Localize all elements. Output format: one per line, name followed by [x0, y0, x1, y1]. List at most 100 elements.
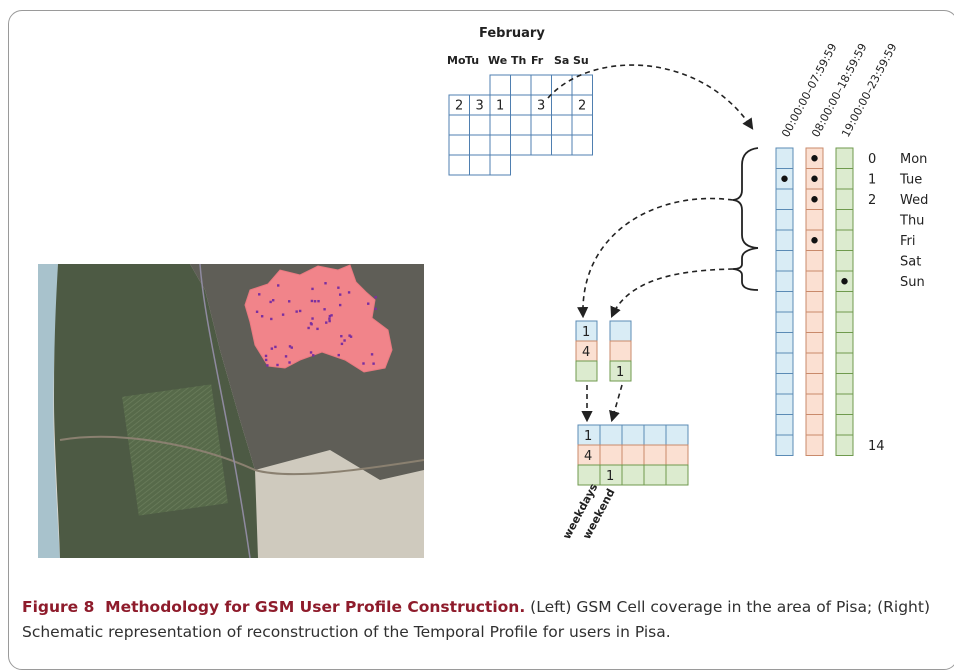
calendar-cell	[510, 114, 532, 136]
antenna-dot	[311, 287, 314, 291]
calendar-cell	[571, 134, 593, 156]
calendar-cell	[530, 114, 552, 136]
calendar-count: 3	[476, 99, 484, 114]
calendar-cell	[469, 114, 491, 136]
antenna-dot	[290, 346, 293, 349]
calendar-cell	[530, 134, 552, 156]
calendar-cell	[489, 114, 511, 136]
matrix-value: 1	[584, 429, 592, 444]
matrix-cell	[599, 444, 623, 466]
antenna-dot	[274, 345, 277, 349]
vector-cell	[575, 360, 598, 382]
day-name: Sat	[900, 255, 921, 270]
antenna-dot	[312, 354, 315, 357]
antenna-dot	[311, 317, 314, 320]
calendar-cell	[489, 134, 511, 156]
antenna-dot	[343, 339, 346, 342]
sea-area	[38, 264, 60, 558]
caption-text: (Left) GSM Cell coverage in the area of …	[22, 598, 931, 641]
antenna-dot	[264, 354, 268, 358]
antenna-dot	[270, 317, 273, 321]
slot-cell	[775, 147, 794, 169]
slot-cell	[805, 414, 824, 436]
vector-cell	[609, 360, 632, 382]
day-name: Mon	[900, 152, 927, 167]
activity-dot	[841, 278, 848, 285]
antenna-dot	[347, 291, 351, 294]
antenna-dot	[310, 299, 314, 303]
slot-cell	[835, 373, 854, 395]
slot-cell	[835, 188, 854, 210]
vector-value: 1	[616, 365, 624, 380]
antenna-dot	[295, 310, 298, 313]
antenna-dot	[349, 335, 353, 338]
antenna-dot	[277, 284, 280, 287]
calendar-cell	[551, 114, 573, 136]
antenna-dot	[374, 307, 377, 311]
antenna-dot	[272, 299, 275, 302]
figure-caption: Figure 8 Methodology for GSM User Profil…	[22, 595, 942, 645]
matrix-cell	[643, 444, 667, 466]
slot-cell	[775, 414, 794, 436]
vector-cell	[609, 340, 632, 362]
vector-value: 1	[582, 325, 590, 340]
slot-cell	[835, 352, 854, 374]
activity-dot	[781, 175, 788, 182]
day-index: 2	[868, 193, 876, 208]
time-slot-label: 00:00:00–07:59:59	[779, 41, 839, 139]
road	[59, 435, 424, 476]
slot-cell	[775, 229, 794, 251]
antenna-dot	[309, 351, 313, 354]
antenna-dot	[370, 353, 374, 356]
antenna-dot	[328, 317, 331, 320]
matrix-cell	[665, 464, 689, 486]
weekday-header: Tu	[465, 54, 479, 67]
daily-slot-columns	[775, 147, 854, 456]
caption-label: Figure 8	[22, 598, 95, 616]
antenna-dot	[255, 310, 259, 313]
calendar-cell	[489, 74, 511, 96]
day-name: Wed	[900, 193, 928, 208]
slot-cell	[775, 188, 794, 210]
day-index: 1	[868, 173, 876, 188]
arrow-calendar-to-columns	[547, 64, 754, 130]
slot-cell	[835, 147, 854, 169]
antenna-dot	[288, 300, 291, 303]
antenna-dot	[270, 347, 274, 350]
slot-cell	[835, 332, 854, 354]
matrix-cell	[643, 464, 667, 486]
slot-cell	[775, 209, 794, 231]
slot-cell	[805, 373, 824, 395]
slot-cell	[775, 373, 794, 395]
slot-cell	[805, 291, 824, 313]
calendar-count: 2	[578, 99, 586, 114]
antenna-dot	[340, 334, 343, 338]
antenna-dot	[340, 342, 344, 346]
day-index: 0	[868, 152, 876, 167]
slot-cell	[775, 393, 794, 415]
slot-cell	[775, 332, 794, 354]
weekday-header: Mo	[447, 54, 466, 67]
arrow-weekdays-aggregate	[577, 197, 734, 319]
matrix-cell	[643, 424, 667, 446]
slot-cell	[775, 250, 794, 272]
slot-cell	[775, 434, 794, 456]
antenna-dot	[317, 299, 320, 303]
weekday-header: We	[488, 54, 507, 67]
slot-cell	[775, 352, 794, 374]
calendar-cell	[489, 154, 511, 176]
slot-cell	[805, 311, 824, 333]
antenna-dot	[323, 308, 326, 311]
slot-cell	[775, 270, 794, 292]
slot-cell	[775, 291, 794, 313]
activity-dot	[811, 175, 818, 182]
aggregated-vectors: 141	[575, 320, 632, 382]
antenna-dot	[337, 286, 340, 289]
weekday-header: Sa	[554, 54, 569, 67]
antenna-dot	[338, 293, 342, 296]
slot-cell	[805, 250, 824, 272]
